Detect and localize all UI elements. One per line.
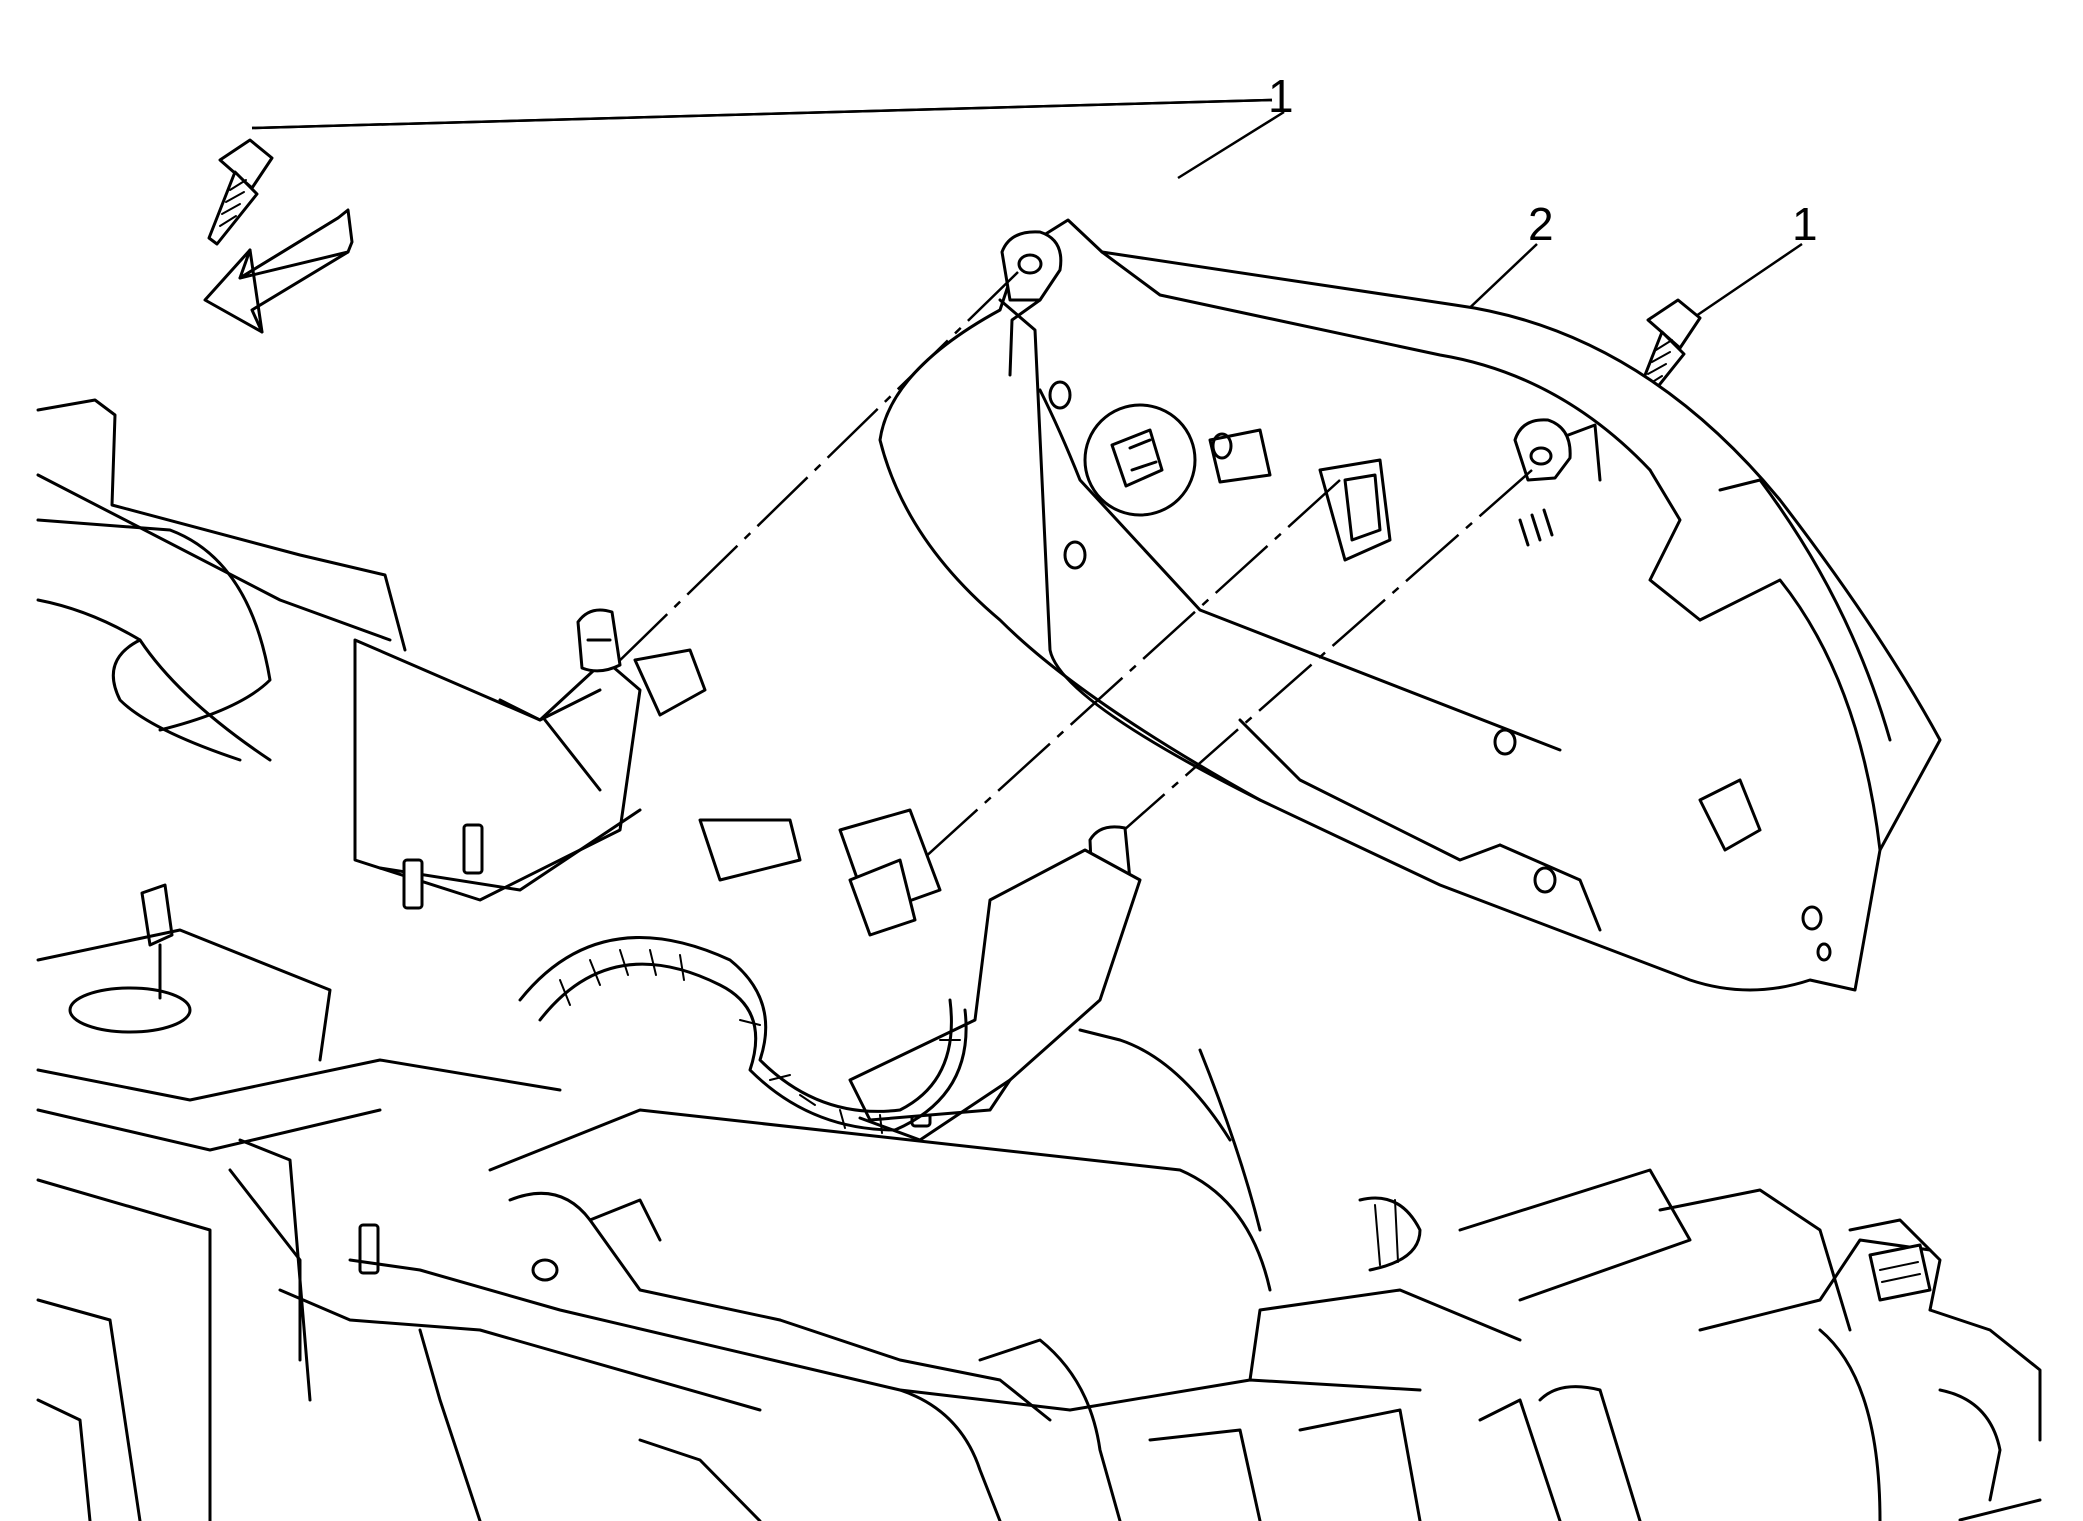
screw-icon — [207, 138, 274, 246]
callout-1-right: 1 — [1792, 198, 1818, 250]
instrument-panel-carrier — [36, 398, 2042, 1521]
instrument-cluster — [878, 218, 1942, 992]
callout-1-left: 1 — [1268, 70, 1294, 122]
forward-arrow-icon — [203, 208, 354, 334]
callout-2: 2 — [1528, 198, 1554, 250]
